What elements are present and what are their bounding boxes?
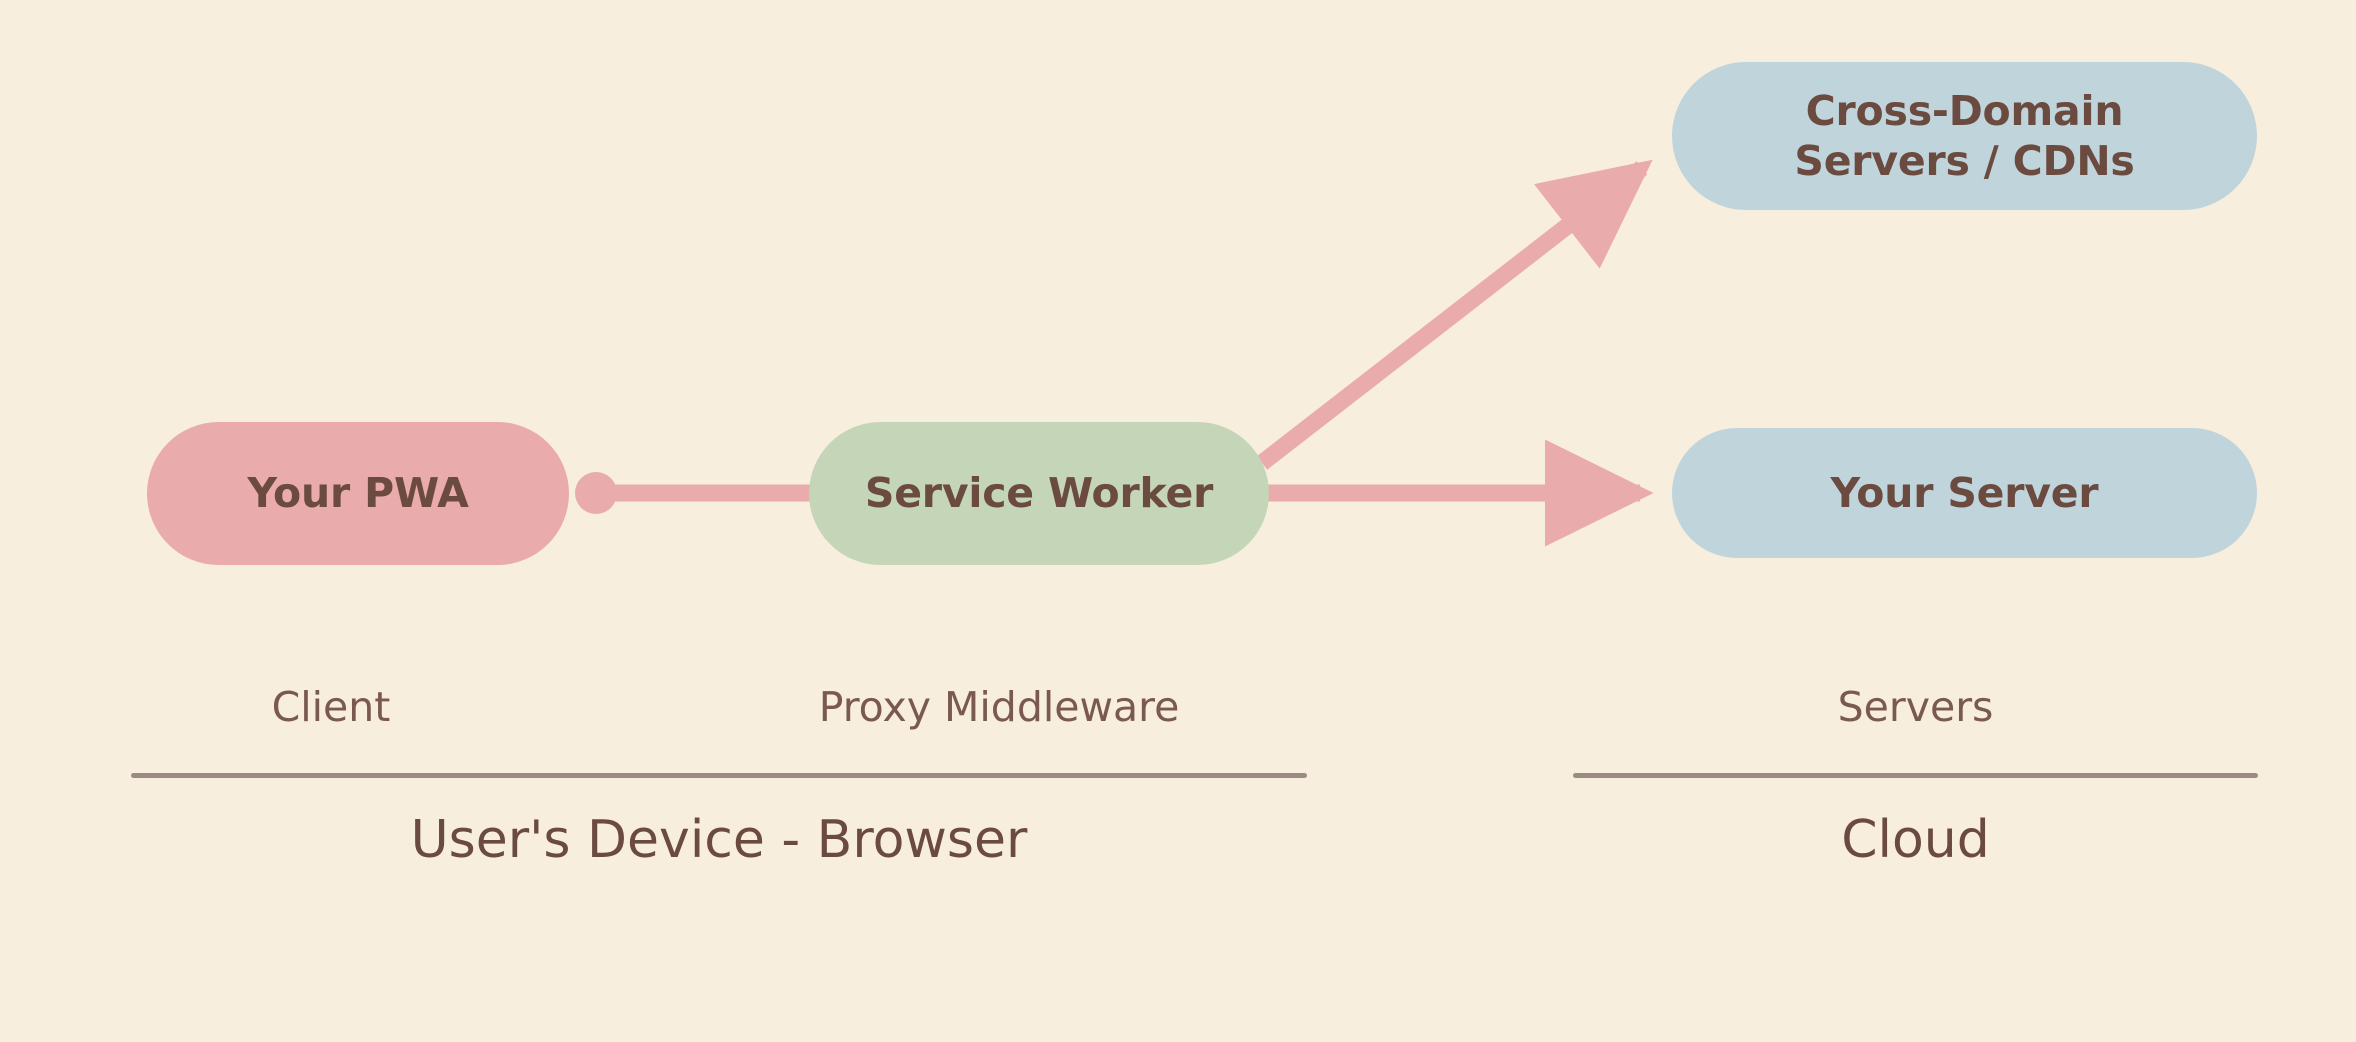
zone-caption-proxy-middleware: Proxy Middleware [818, 683, 1180, 731]
connector-pwa-to-service-worker [575, 472, 812, 514]
divider-cloud [1573, 773, 2258, 778]
node-service-worker-label: Service Worker [864, 469, 1214, 518]
connector-service-worker-to-cross-domain [1256, 159, 1653, 470]
zone-title-user-device: User's Device - Browser [410, 810, 1028, 870]
zone-caption-servers: Servers [1837, 683, 1994, 731]
node-your-pwa[interactable]: Your PWA [147, 422, 569, 565]
divider-user-device [131, 773, 1307, 778]
node-service-worker[interactable]: Service Worker [809, 422, 1269, 565]
node-cross-domain-servers-label: Cross-Domain Servers / CDNs [1794, 86, 2135, 185]
zone-title-cloud: Cloud [1841, 810, 1990, 870]
node-cross-domain-servers[interactable]: Cross-Domain Servers / CDNs [1672, 62, 2257, 210]
node-your-pwa-label: Your PWA [247, 469, 469, 518]
node-your-server[interactable]: Your Server [1672, 428, 2257, 558]
zone-caption-client: Client [271, 683, 391, 731]
node-your-server-label: Your Server [1830, 468, 2099, 517]
